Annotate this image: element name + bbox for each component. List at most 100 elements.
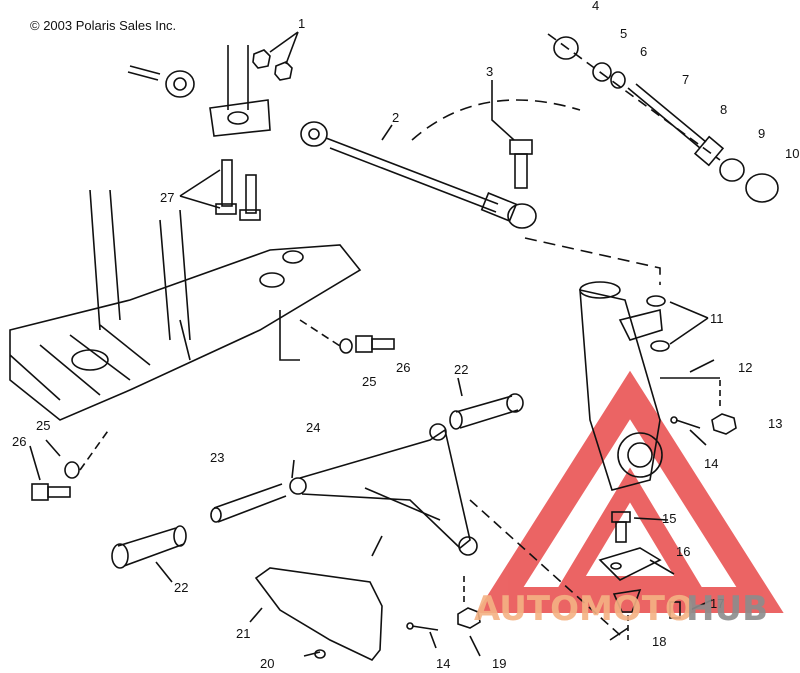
tierod-2-end-b (507, 203, 537, 229)
callout-19: 19 (492, 656, 506, 671)
watermark-text-automoto: AUTOMOTO (474, 589, 694, 629)
callout-21: 21 (236, 626, 250, 641)
callout-1: 1 (298, 16, 305, 31)
callout-3: 3 (486, 64, 493, 79)
tierod-2-end-a (300, 121, 328, 147)
callout-2: 2 (392, 110, 399, 125)
callout-18: 18 (652, 634, 666, 649)
callout-25-right: 25 (362, 374, 376, 389)
part-4-bushing (553, 36, 579, 60)
callout-11: 11 (710, 311, 724, 326)
cotter-pin-14-lower (411, 625, 439, 631)
tierod-2-adjuster (480, 191, 518, 223)
frame-brackets (179, 310, 300, 361)
dashed-axis-tierod (547, 33, 721, 161)
callout-14-upper: 14 (704, 456, 718, 471)
bushing-22-right (455, 395, 519, 429)
leader-2 (381, 124, 393, 141)
part-10-cap (745, 173, 779, 203)
callout-labels: 1 2 3 4 5 6 7 8 9 10 11 12 13 14 14 15 1… (12, 0, 799, 671)
callout-4: 4 (592, 0, 599, 13)
bolt-15-shank (615, 521, 627, 543)
callout-7: 7 (682, 72, 689, 87)
frame-hole-b (259, 272, 285, 288)
bolt-26-left-head (31, 483, 49, 501)
leader-27 (179, 169, 221, 209)
steering-bracket (209, 99, 271, 137)
frame-uprights (89, 189, 191, 341)
part-7-shaft (627, 83, 707, 149)
callout-22-left: 22 (174, 580, 188, 595)
callout-25-left: 25 (36, 418, 50, 433)
tierod-2-shaft (325, 137, 499, 213)
cotter-pin-14-upper (675, 419, 701, 429)
callout-17: 17 (710, 596, 724, 611)
linework (9, 31, 779, 661)
tierod-stub-left (127, 65, 161, 81)
callout-6: 6 (640, 44, 647, 59)
bolt-26-left-shank (47, 486, 71, 498)
callout-13: 13 (768, 416, 782, 431)
callout-24: 24 (306, 420, 320, 435)
bolt-27b (245, 174, 257, 214)
washer-25-left (64, 461, 80, 479)
callout-26-right: 26 (396, 360, 410, 375)
tierod-end-left-hole (173, 77, 187, 91)
callout-9: 9 (758, 126, 765, 141)
frame-outline (9, 244, 362, 421)
callout-20: 20 (260, 656, 274, 671)
watermark-text: AUTOMOTO HUB (474, 589, 768, 629)
nut-1b (274, 61, 293, 81)
ball-joint-18 (612, 589, 642, 613)
dashed-line-hub (524, 237, 661, 285)
washer-11a (646, 295, 666, 307)
part-6-nut (610, 71, 626, 89)
bolt-3-shank (514, 153, 528, 189)
callout-14-lower: 14 (436, 656, 450, 671)
frame-hole-a (282, 250, 304, 264)
watermark-triangle-inner (554, 467, 706, 594)
frame-hole-c (71, 349, 109, 371)
plate-16 (598, 547, 662, 581)
nut-13 (711, 413, 737, 435)
bolt-27a (221, 159, 233, 207)
callout-27: 27 (160, 190, 174, 205)
callout-8: 8 (720, 102, 727, 117)
bushing-22-left (117, 527, 185, 567)
callout-15: 15 (662, 511, 676, 526)
washer-25-right (339, 338, 353, 354)
leader-1 (269, 31, 299, 65)
callout-5: 5 (620, 26, 627, 41)
knuckle-hub-ring (617, 432, 663, 478)
callout-10: 10 (785, 146, 799, 161)
leaders-misc (29, 359, 715, 657)
part-9-end (719, 158, 745, 182)
a-arm-24 (299, 428, 471, 550)
dashed-arc (411, 99, 581, 141)
washer-11b (650, 340, 670, 352)
watermark-triangle-outer (476, 370, 784, 613)
callout-23: 23 (210, 450, 224, 465)
frame-crossmembers (9, 324, 151, 401)
guard-21 (254, 567, 383, 661)
callout-26-left: 26 (12, 434, 26, 449)
watermark-text-hub: HUB (686, 589, 768, 629)
copyright-text: © 2003 Polaris Sales Inc. (30, 18, 177, 33)
bolt-26-right-shank (371, 338, 395, 350)
screw-20 (303, 651, 321, 657)
a-arm-balljoint (458, 536, 478, 556)
a-arm-pivot-rear (429, 423, 447, 441)
watermark-logo (476, 370, 784, 613)
callout-16: 16 (676, 544, 690, 559)
leader-3 (491, 80, 515, 141)
nut-19 (457, 607, 481, 629)
callout-12: 12 (738, 360, 752, 375)
tierod-end-left (165, 70, 195, 98)
bolt-17 (669, 601, 681, 619)
knuckle-arm (618, 308, 663, 341)
leader-11 (669, 301, 709, 345)
steering-post (227, 45, 249, 110)
sleeve-23 (213, 483, 287, 523)
